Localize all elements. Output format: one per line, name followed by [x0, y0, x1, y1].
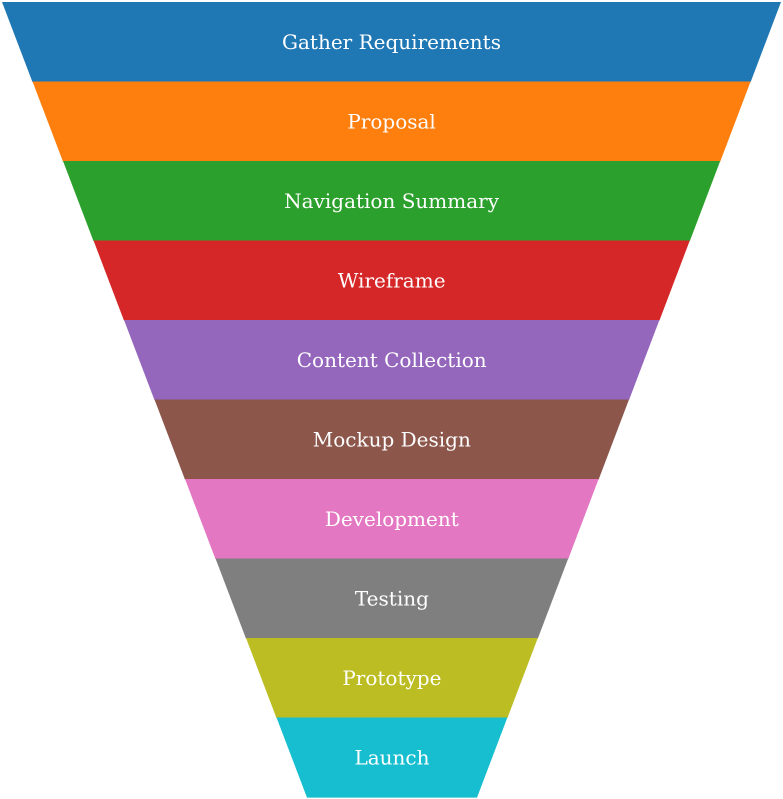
- funnel-stage: Wireframe: [93, 240, 690, 321]
- funnel-segment: [124, 320, 660, 401]
- funnel-stage: Content Collection: [124, 320, 660, 401]
- funnel-segment: [32, 81, 751, 162]
- funnel-stage-label: Gather Requirements: [282, 30, 501, 54]
- funnel-stage: Gather Requirements: [2, 2, 781, 83]
- funnel-stage: Mockup Design: [154, 399, 629, 480]
- funnel-segment: [215, 558, 569, 639]
- funnel-segment: [276, 717, 508, 798]
- funnel-segment: [154, 399, 629, 480]
- funnel-segment: [2, 2, 781, 83]
- funnel-stage: Development: [185, 479, 599, 560]
- funnel-segment: [93, 240, 690, 321]
- funnel-stage: Prototype: [246, 638, 538, 719]
- funnel-segment: [246, 638, 538, 719]
- funnel-segment: [63, 161, 721, 242]
- funnel-stage-label: Testing: [355, 586, 429, 610]
- funnel-stage-label: Prototype: [342, 666, 441, 690]
- funnel-stage: Launch: [276, 717, 508, 798]
- funnel-stage: Testing: [215, 558, 569, 639]
- funnel-stage-label: Navigation Summary: [284, 189, 500, 213]
- funnel-stage: Navigation Summary: [63, 161, 721, 242]
- funnel-stage-label: Development: [325, 507, 459, 531]
- funnel-stage-label: Wireframe: [338, 268, 446, 292]
- funnel-stage-label: Launch: [354, 745, 429, 769]
- funnel-stage: Proposal: [32, 81, 751, 162]
- funnel-stage-label: Proposal: [347, 109, 436, 133]
- funnel-stage-label: Mockup Design: [313, 427, 471, 451]
- funnel-segment: [185, 479, 599, 560]
- funnel-stage-label: Content Collection: [297, 348, 487, 372]
